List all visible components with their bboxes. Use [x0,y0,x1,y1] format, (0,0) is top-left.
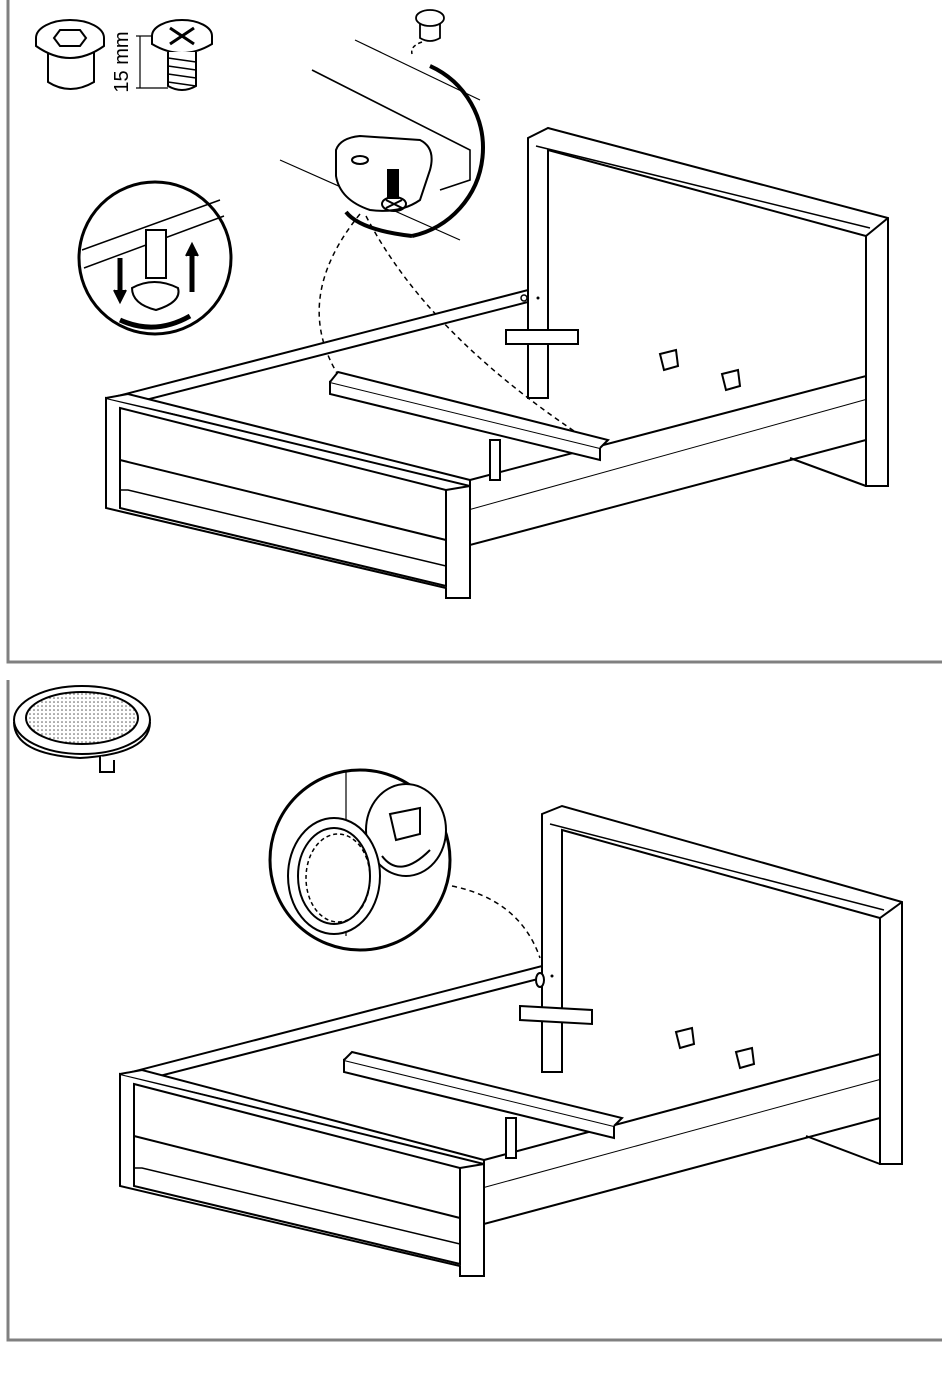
post-hole-small [537,297,540,300]
cover-cap-icon [14,686,150,772]
screw-icon [152,20,212,90]
cap-insert-detail [270,770,450,950]
bolt-guide-line [412,42,422,54]
assembly-step-1: 15 mm [0,0,950,670]
step-1-illustration: 15 mm [0,0,950,670]
post-hole-small [551,975,554,978]
cap-bolt-icon [36,20,104,89]
post-hole [521,295,527,301]
step-frame [8,0,942,662]
guide-line [452,886,540,958]
screw-length-label: 15 mm [111,31,133,92]
step-2-illustration [0,680,950,1350]
assembly-step-2 [0,680,950,1350]
bed-frame [106,128,888,598]
bolt-insert-detail [280,40,483,240]
cap-bolt-small-icon [416,10,444,41]
bed-frame [120,806,902,1276]
post-hole-capped [536,973,544,987]
leg-adjust-detail [79,182,231,334]
